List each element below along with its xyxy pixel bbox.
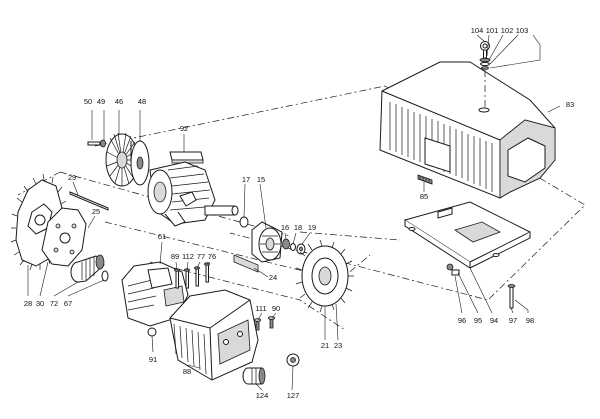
assembly-line-bottom xyxy=(149,261,346,331)
cover-hood-part-83 xyxy=(379,61,556,199)
label-76: 76 xyxy=(208,252,216,261)
rod-part-29 xyxy=(69,191,109,211)
label-103: 103 xyxy=(516,26,529,35)
label-97: 97 xyxy=(509,316,517,325)
label-19: 19 xyxy=(308,223,316,232)
label-49: 49 xyxy=(97,97,105,106)
label-101: 101 xyxy=(486,26,499,35)
label-23: 23 xyxy=(334,341,342,350)
bolt-parts-97-98 xyxy=(507,284,529,311)
endplate-part-30 xyxy=(41,207,87,267)
knob-part-91 xyxy=(147,327,157,337)
label-61: 61 xyxy=(158,232,166,241)
label-18: 18 xyxy=(294,223,302,232)
pulley-part-48 xyxy=(131,141,150,185)
label-96: 96 xyxy=(458,316,466,325)
label-21: 21 xyxy=(321,341,329,350)
label-24: 24 xyxy=(269,273,277,282)
label-67: 67 xyxy=(64,299,72,308)
label-91: 91 xyxy=(149,355,157,364)
pump-housing-part-61 xyxy=(121,261,189,327)
label-112: 112 xyxy=(182,252,194,261)
label-77: 77 xyxy=(197,252,205,261)
label-89: 89 xyxy=(171,252,179,261)
label-124: 124 xyxy=(256,391,269,400)
hood-part-88 xyxy=(169,289,259,381)
label-127: 127 xyxy=(287,391,300,400)
rotor-part-15 xyxy=(251,221,283,263)
label-25: 25 xyxy=(92,207,100,216)
label-95: 95 xyxy=(474,316,482,325)
label-17: 17 xyxy=(242,175,250,184)
fitting-part-127 xyxy=(286,353,300,367)
fitting-parts-95-96 xyxy=(446,263,460,276)
assembly-line-top xyxy=(94,85,386,147)
label-98: 98 xyxy=(526,316,534,325)
label-48: 48 xyxy=(138,97,146,106)
fan-part-46 xyxy=(105,132,139,187)
label-16: 16 xyxy=(281,223,289,232)
label-90: 90 xyxy=(272,304,280,313)
leader-lines xyxy=(27,34,561,391)
label-85: 85 xyxy=(420,192,428,201)
gasket-part-67 xyxy=(101,270,109,282)
label-111: 111 xyxy=(255,304,266,313)
label-92: 92 xyxy=(180,124,188,133)
label-88: 88 xyxy=(183,367,191,376)
screw-part-85 xyxy=(417,174,433,185)
motor-housing xyxy=(147,161,239,227)
label-83: 83 xyxy=(566,100,574,109)
label-30: 30 xyxy=(36,299,44,308)
assembly-line-motor xyxy=(59,171,291,237)
studs-parts-89-112-77-76 xyxy=(174,262,210,289)
part-labels: 104 101 102 103 83 85 96 95 94 97 98 50 … xyxy=(24,26,574,400)
label-72: 72 xyxy=(50,299,58,308)
eyebolt-assembly-parts-101-104 xyxy=(479,41,491,108)
label-94: 94 xyxy=(490,316,498,325)
label-50: 50 xyxy=(84,97,92,106)
vane-part-24 xyxy=(233,254,259,273)
label-46: 46 xyxy=(115,97,123,106)
cylinder-part-21 xyxy=(295,239,354,313)
label-15: 15 xyxy=(257,175,265,184)
base-plate-part-94 xyxy=(403,201,532,269)
shaft-key-part-17 xyxy=(239,216,249,228)
filter-cartridge-part-72 xyxy=(70,254,105,283)
label-29: 29 xyxy=(68,173,76,182)
connector-part-124 xyxy=(242,367,266,385)
label-28: 28 xyxy=(24,299,32,308)
assembly-line-base xyxy=(299,231,401,241)
label-104: 104 xyxy=(471,26,484,35)
washer-screw-parts-49-50 xyxy=(87,139,106,148)
label-102: 102 xyxy=(501,26,514,35)
cover-strip-part-92 xyxy=(169,151,204,164)
screw-parts-111-90 xyxy=(254,316,275,331)
